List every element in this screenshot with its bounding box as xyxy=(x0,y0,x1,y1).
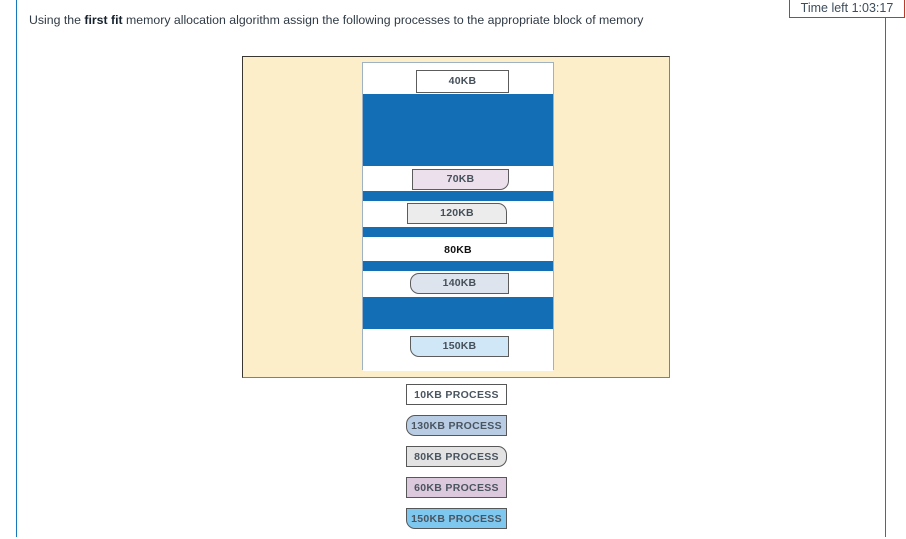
page-left-rule xyxy=(16,0,17,537)
prompt-emphasis: first fit xyxy=(84,13,123,27)
process-tile-list: 10KB PROCESS 130KB PROCESS 80KB PROCESS 60K… xyxy=(406,384,526,539)
memory-occupied-band xyxy=(363,297,553,329)
process-tile[interactable]: 10KB PROCESS xyxy=(406,384,507,405)
memory-slot-box[interactable]: 70KB xyxy=(412,169,509,190)
memory-slot-box[interactable]: 140KB xyxy=(410,273,509,294)
process-tile[interactable]: 150KB PROCESS xyxy=(406,508,507,529)
process-tile[interactable]: 80KB PROCESS xyxy=(406,446,507,467)
question-prompt: Using the first fit memory allocation al… xyxy=(29,12,789,28)
memory-slot-box[interactable]: 40KB xyxy=(416,70,509,93)
time-left-badge: Time left 1:03:17 xyxy=(789,0,905,18)
prompt-text-before: Using the xyxy=(29,13,85,27)
memory-slot-label: 80KB xyxy=(444,244,472,256)
prompt-text-after: memory allocation algorithm assign the f… xyxy=(122,13,644,27)
process-tile[interactable]: 130KB PROCESS xyxy=(406,415,507,436)
page-right-rule xyxy=(885,0,886,537)
memory-slot-box[interactable]: 120KB xyxy=(407,203,507,224)
memory-occupied-band xyxy=(363,94,553,166)
memory-occupied-band xyxy=(363,191,553,201)
memory-diagram-canvas: 40KB 70KB 120KB 80KB 140KB 150KB xyxy=(242,56,670,378)
memory-occupied-band xyxy=(363,227,553,237)
memory-slot-box[interactable]: 150KB xyxy=(410,336,509,357)
memory-free-slot[interactable] xyxy=(363,237,553,261)
memory-occupied-band xyxy=(363,261,553,271)
process-tile[interactable]: 60KB PROCESS xyxy=(406,477,507,498)
memory-column: 40KB 70KB 120KB 80KB 140KB 150KB xyxy=(362,62,554,371)
